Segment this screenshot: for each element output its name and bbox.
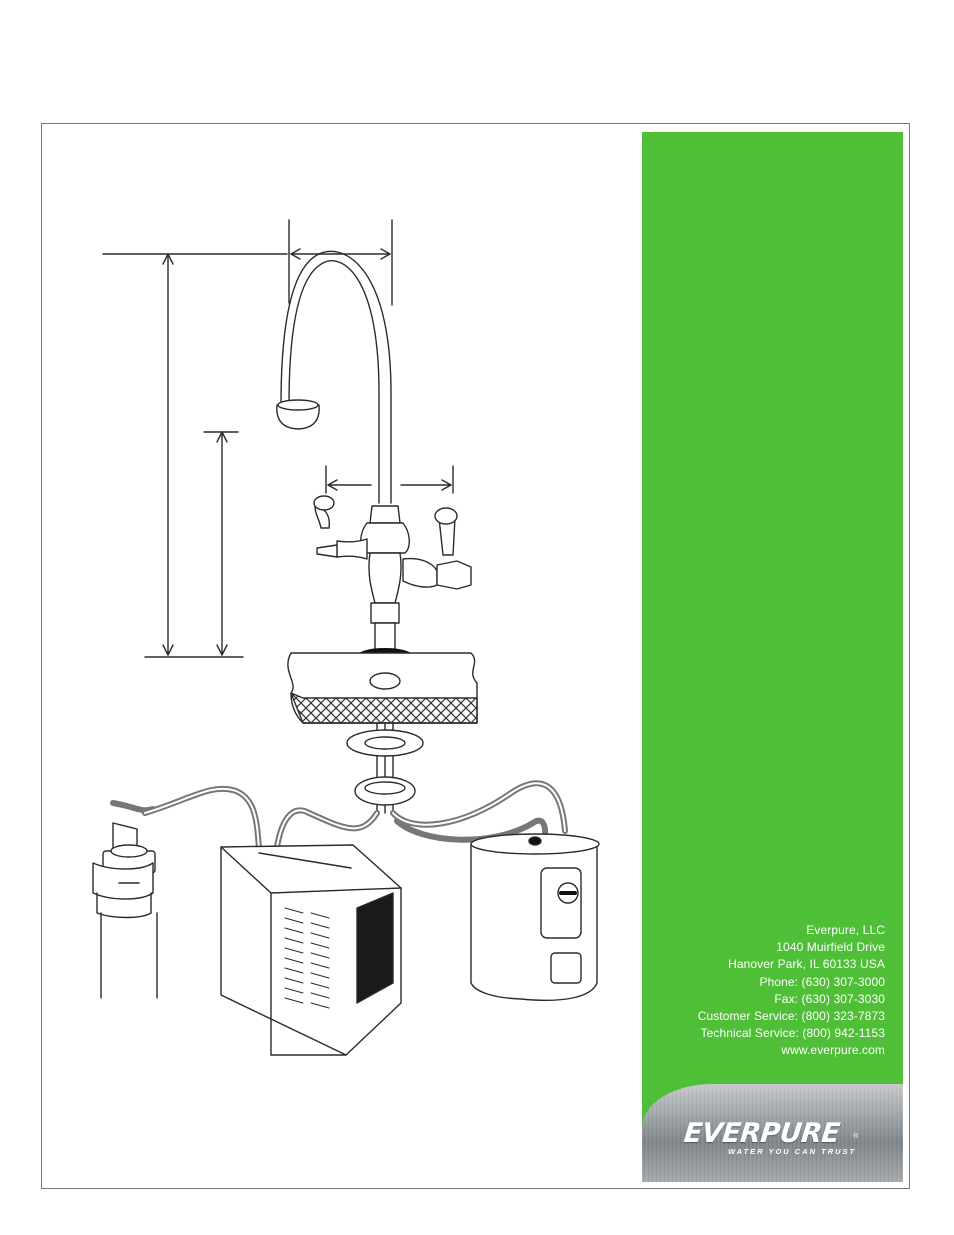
countertop bbox=[288, 653, 477, 723]
website-link[interactable]: www.everpure.com bbox=[698, 1042, 885, 1059]
contact-panel: Everpure, LLC 1040 Muirfield Drive Hanov… bbox=[642, 132, 903, 1182]
registered-mark: ® bbox=[853, 1133, 858, 1140]
filter-assembly bbox=[93, 823, 157, 998]
dimension-lines bbox=[103, 220, 453, 657]
company-address: Everpure, LLC 1040 Muirfield Drive Hanov… bbox=[698, 922, 885, 1060]
hot-water-tank bbox=[471, 834, 599, 1000]
chiller-unit bbox=[221, 845, 401, 1055]
street-address: 1040 Muirfield Drive bbox=[698, 939, 885, 956]
fax-number: Fax: (630) 307-3030 bbox=[698, 991, 885, 1008]
logo-banner: EVERPURE ® WATER YOU CAN TRUST bbox=[642, 1084, 903, 1182]
company-name: Everpure, LLC bbox=[698, 922, 885, 939]
mounting-hardware bbox=[347, 723, 423, 813]
logo-tagline: WATER YOU CAN TRUST bbox=[728, 1147, 856, 1156]
customer-service-number: Customer Service: (800) 323-7873 bbox=[698, 1008, 885, 1025]
everpure-logo: EVERPURE bbox=[682, 1118, 841, 1149]
phone-number: Phone: (630) 307-3000 bbox=[698, 974, 885, 991]
city-line: Hanover Park, IL 60133 USA bbox=[698, 956, 885, 973]
technical-service-number: Technical Service: (800) 942-1153 bbox=[698, 1025, 885, 1042]
faucet bbox=[277, 251, 471, 653]
installation-diagram bbox=[41, 123, 641, 1189]
